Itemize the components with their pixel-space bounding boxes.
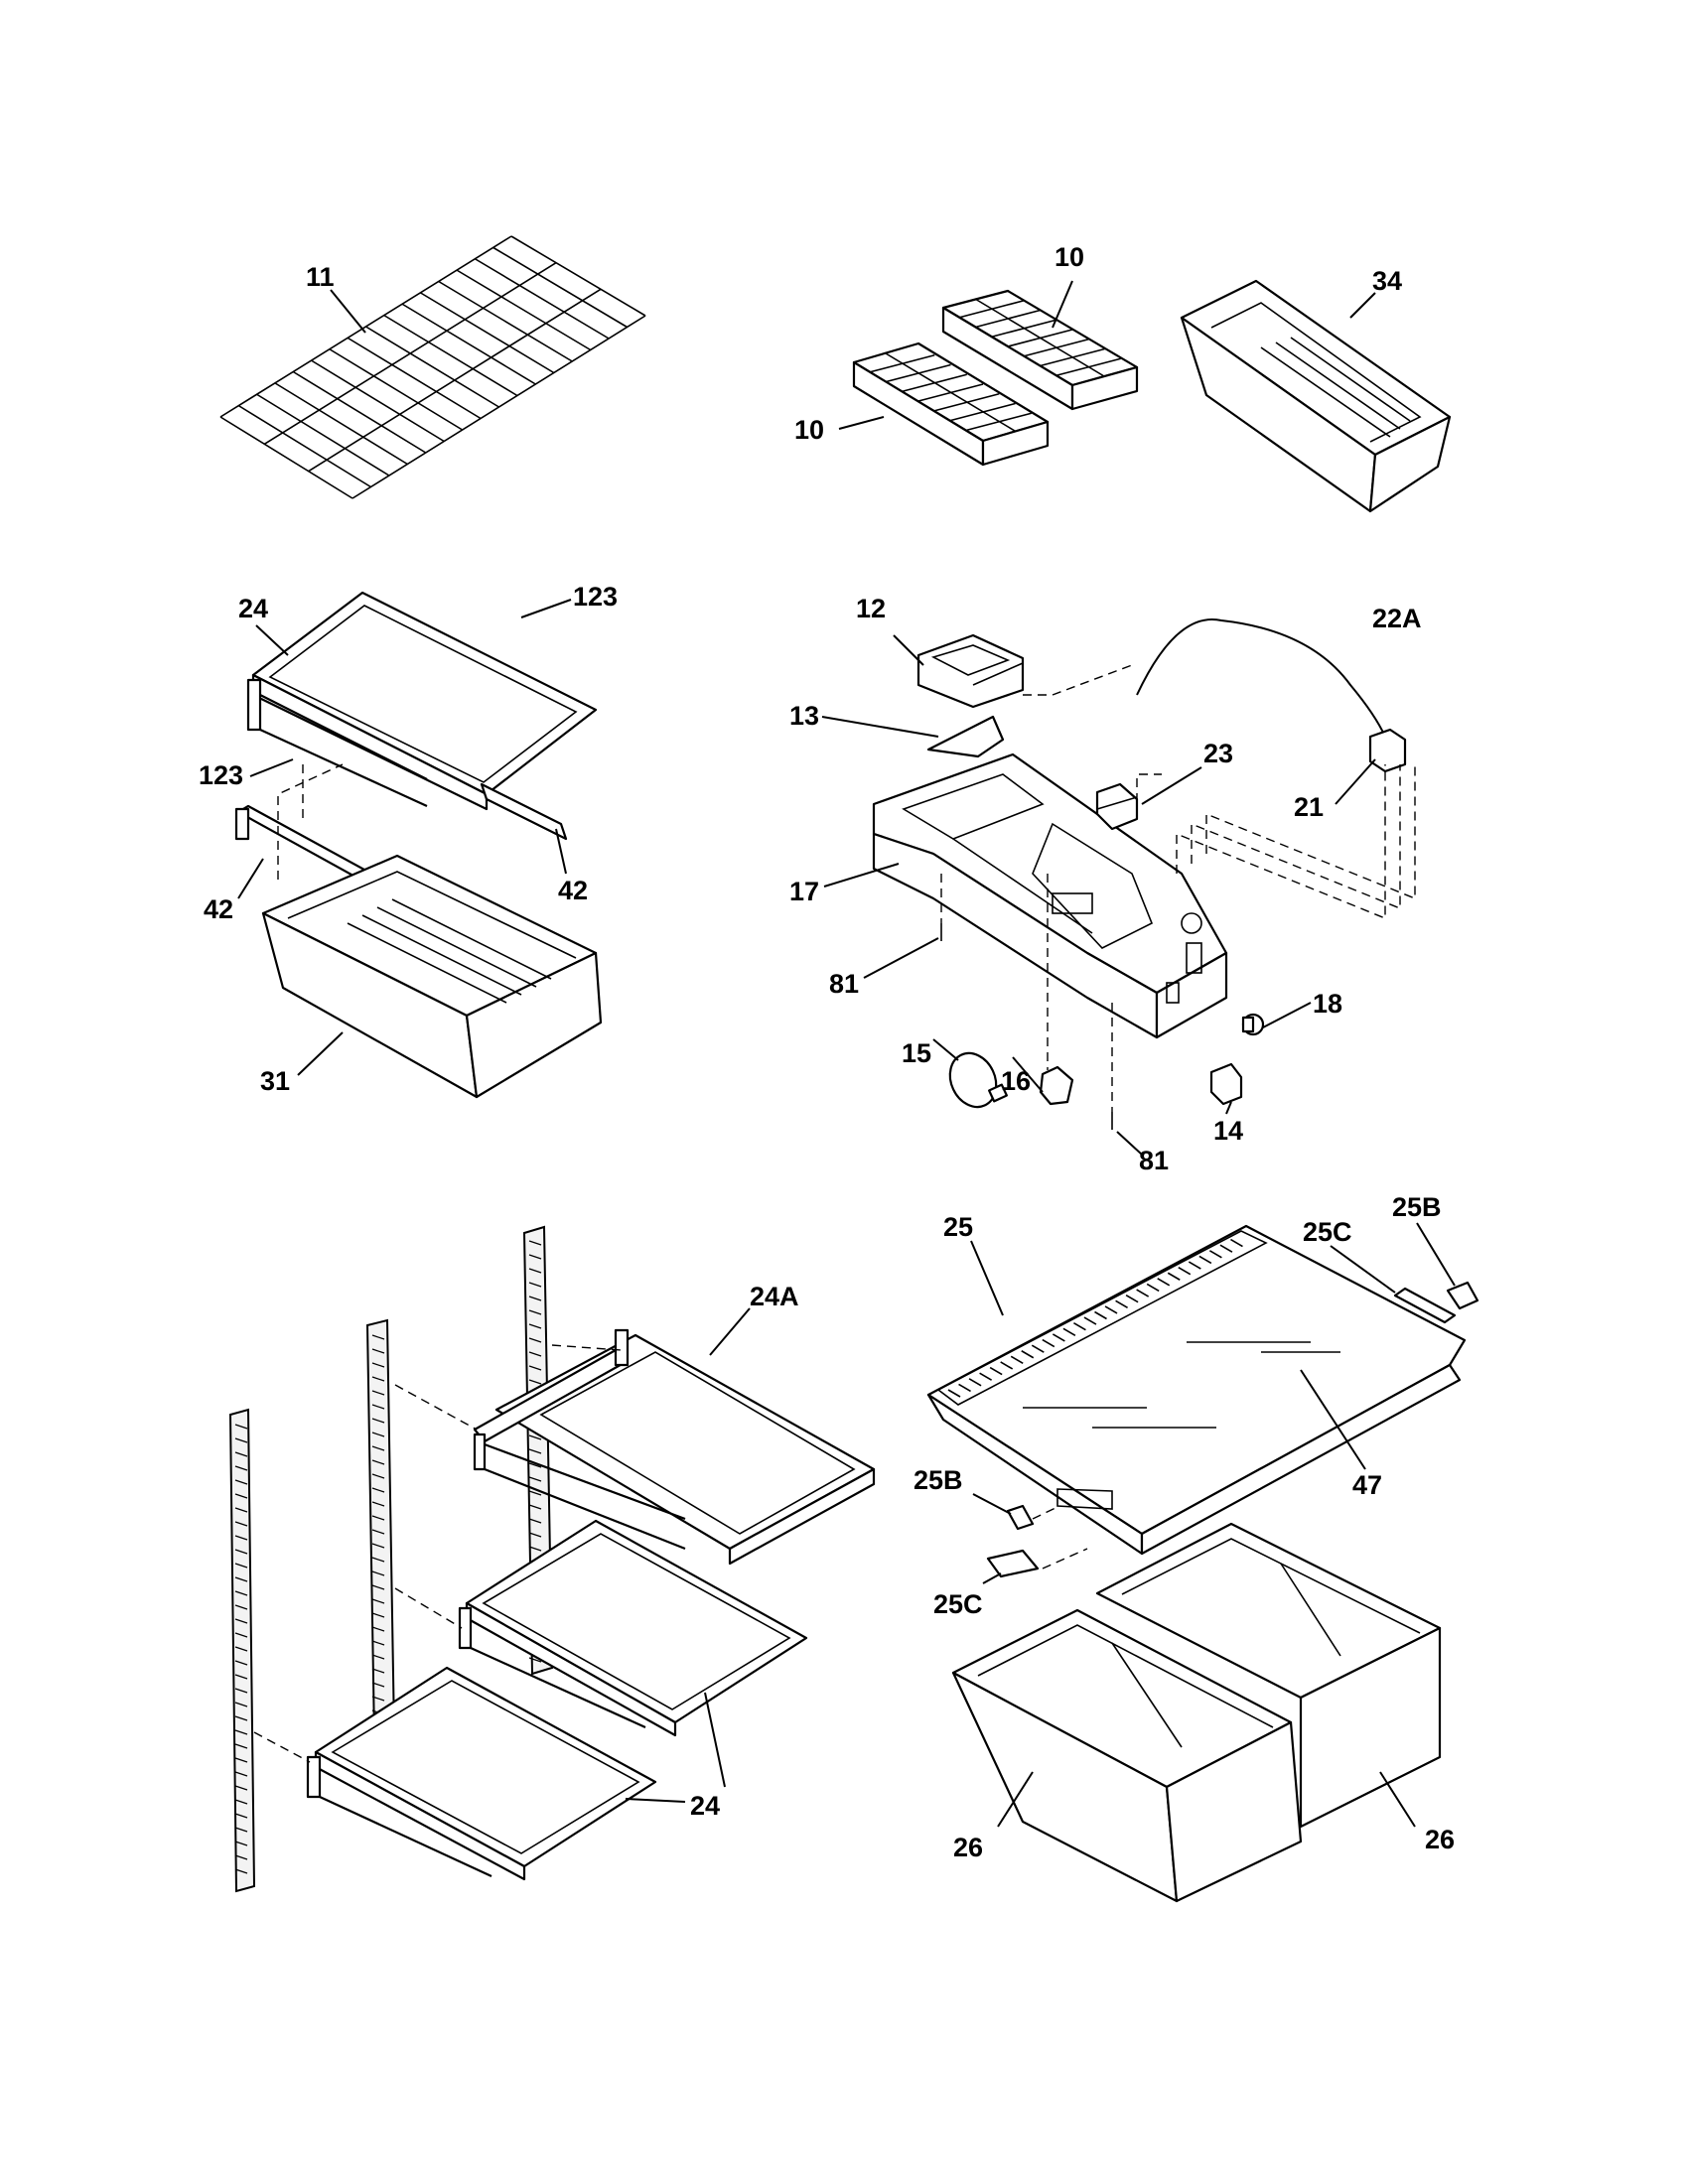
callout-11: 11: [306, 262, 335, 292]
leader-lines: [237, 280, 1456, 1828]
crisper-drawer-part: [1095, 1522, 1442, 1829]
callout-42: 42: [204, 894, 233, 924]
socket-part: [1241, 1013, 1265, 1036]
callout-31: 31: [260, 1066, 290, 1096]
callout-81: 81: [829, 969, 859, 999]
callout-24A: 24A: [750, 1282, 799, 1311]
callout-26: 26: [1425, 1825, 1455, 1854]
callout-15: 15: [902, 1038, 931, 1068]
timer-part: [1095, 782, 1139, 831]
callout-17: 17: [789, 877, 819, 906]
callout-13: 13: [789, 701, 819, 731]
wire-shelf-part: [219, 235, 646, 499]
callout-10: 10: [1055, 242, 1084, 272]
callout-34: 34: [1372, 266, 1402, 296]
glass-shelf-part: [306, 1666, 657, 1881]
crisper-drawer-part: [951, 1608, 1303, 1903]
guide-line: [1191, 764, 1401, 910]
cover-support-part: [986, 1281, 1479, 1578]
callout-25B: 25B: [1392, 1192, 1442, 1222]
lamp-socket-part: [1039, 1065, 1074, 1106]
crisper-drawer-part: [261, 854, 603, 1099]
callout-10: 10: [794, 415, 824, 445]
callout-81: 81: [1139, 1146, 1169, 1175]
slide-out-shelf-part: [473, 1328, 876, 1566]
callout-14: 14: [1213, 1116, 1243, 1146]
freezer-bin-part: [1180, 279, 1452, 513]
door-switch-part: [1209, 1062, 1243, 1106]
guide-line: [1032, 1506, 1058, 1520]
glass-shelf-part: [458, 1519, 808, 1737]
guide-line: [1205, 764, 1416, 900]
guide-line: [253, 1731, 311, 1763]
callout-23: 23: [1203, 739, 1233, 768]
callout-24: 24: [690, 1791, 720, 1821]
light-housing-part: [872, 752, 1228, 1039]
callout-25B: 25B: [914, 1465, 963, 1495]
ice-tray-part: [852, 341, 1050, 467]
wire-harness-part: [1136, 617, 1386, 738]
guide-line: [394, 1384, 478, 1431]
callout-25C: 25C: [933, 1589, 983, 1619]
guide-line: [1042, 1548, 1088, 1570]
lens-part: [926, 715, 1005, 758]
guide-line: [1176, 764, 1386, 920]
callout-25C: 25C: [1303, 1217, 1352, 1247]
crisper-cover-part: [926, 1224, 1467, 1556]
glass-shelf-part: [246, 591, 598, 841]
callout-25: 25: [943, 1212, 973, 1242]
callout-42: 42: [558, 876, 588, 905]
callout-123: 123: [199, 760, 243, 790]
ice-tray-part: [941, 289, 1139, 411]
guide-line: [551, 1344, 622, 1351]
screw-part: [940, 923, 1113, 1130]
guide-line: [1023, 664, 1133, 696]
callout-12: 12: [856, 594, 886, 623]
callout-22A: 22A: [1372, 604, 1422, 633]
guide-line: [1136, 773, 1162, 802]
bulb-part: [948, 1051, 1008, 1109]
callout-18: 18: [1313, 989, 1342, 1019]
shelf-standard-part: [228, 1408, 256, 1893]
guide-line: [394, 1587, 463, 1629]
callout-26: 26: [953, 1833, 983, 1862]
light-shield-part: [916, 633, 1025, 709]
callout-24: 24: [238, 594, 268, 623]
callout-21: 21: [1294, 792, 1324, 822]
switch-part: [1368, 728, 1407, 773]
callout-16: 16: [1001, 1066, 1031, 1096]
callout-123: 123: [573, 582, 618, 612]
callout-47: 47: [1352, 1470, 1382, 1500]
